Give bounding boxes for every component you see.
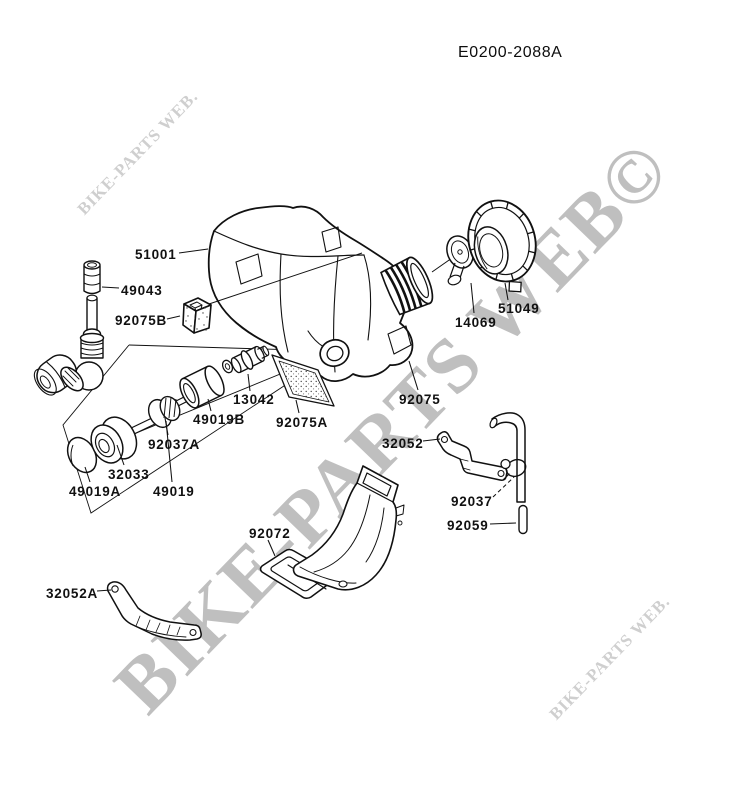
hose-assembly-drawing [436,412,528,535]
part-label-49019B: 49019B [193,412,246,427]
part-label-32033: 32033 [108,467,150,482]
part-label-13042: 13042 [233,392,275,407]
tap-parts-row-drawing [66,345,270,474]
part-label-49043: 49043 [121,283,163,298]
part-label-14069: 14069 [455,315,497,330]
pad-92075A-drawing [271,354,335,407]
part-label-92075A: 92075A [276,415,329,430]
part-label-51001: 51001 [135,247,177,262]
damper-92075B-drawing [182,297,212,334]
part-label-92037A: 92037A [148,437,201,452]
part-label-92075B: 92075B [115,313,168,328]
part-label-92059: 92059 [447,518,489,533]
part-label-32052: 32052 [382,436,424,451]
fuel-tank-51001-drawing [207,205,414,382]
part-label-49019A: 49019A [69,484,122,499]
bracket-32052A-drawing [106,581,202,641]
fuel-cap-51049-drawing [467,199,537,293]
part-label-92037: 92037 [451,494,493,509]
part-label-32052A: 32052A [46,586,99,601]
bracket-92072-drawing [259,465,405,600]
gasket-14069-drawing [431,235,474,286]
part-label-92072: 92072 [249,526,291,541]
part-label-92075: 92075 [399,392,441,407]
filler-neck-drawing [380,256,434,316]
leader-lines [84,248,517,592]
part-label-51049: 51049 [498,301,540,316]
diagram-code: E0200-2088A [458,44,563,61]
part-label-49019: 49019 [153,484,195,499]
fuel-tap-drawing [33,260,105,396]
